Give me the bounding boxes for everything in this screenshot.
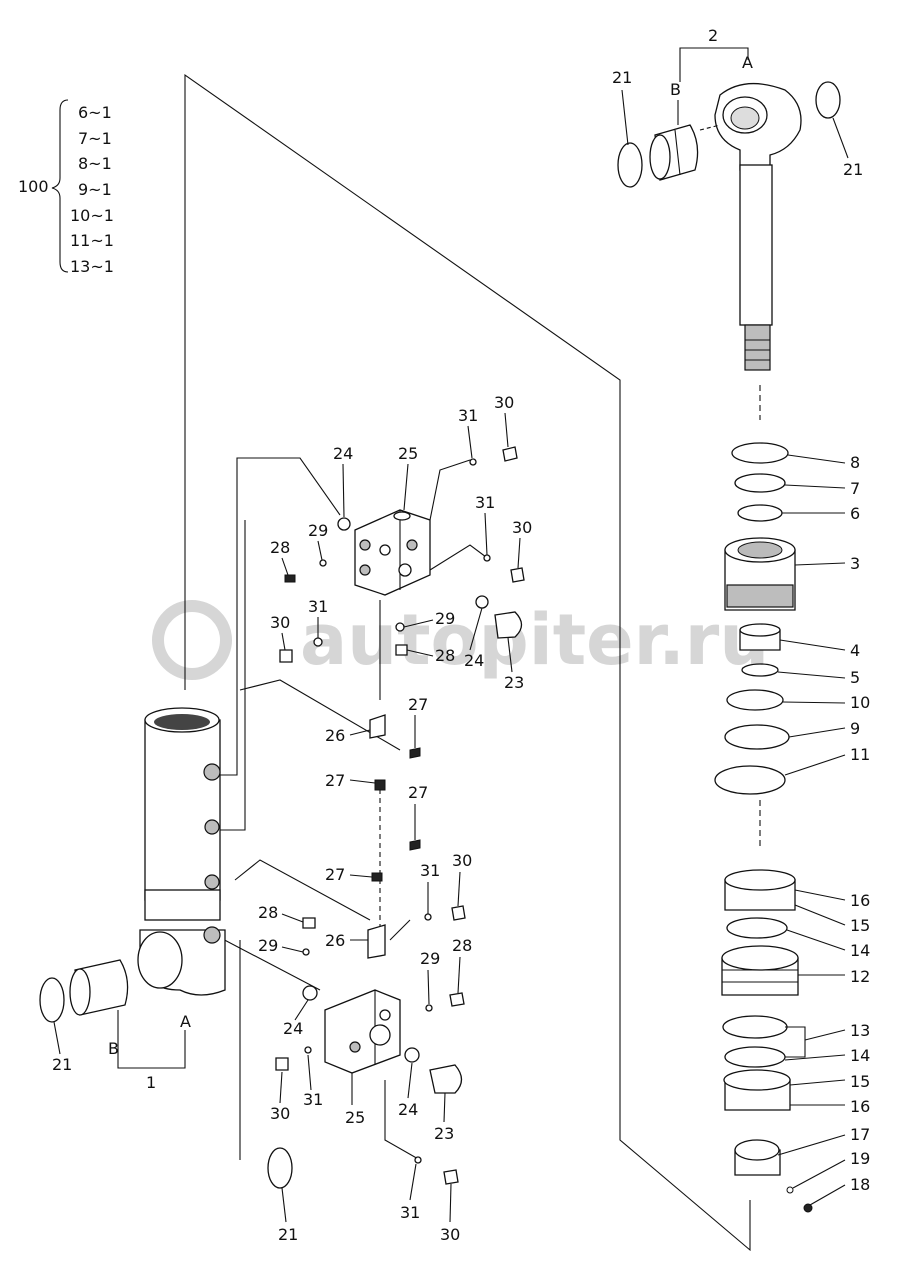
callout-8: 8: [850, 453, 860, 472]
callout-24: 24: [333, 444, 353, 463]
callout-b-left: B: [108, 1039, 119, 1058]
callout-28: 28: [270, 538, 290, 557]
callout-5: 5: [850, 668, 860, 687]
callout-21: 21: [612, 68, 632, 87]
assembly-lines: [184, 73, 761, 1252]
callout-1: 1: [146, 1073, 156, 1092]
callout-23: 23: [434, 1124, 454, 1143]
callout-2: 2: [708, 26, 718, 45]
kit-item: 13~1: [70, 257, 114, 276]
callout-31: 31: [475, 493, 495, 512]
callout-6: 6: [850, 504, 860, 523]
piston-rod: [699, 82, 802, 371]
callout-18: 18: [850, 1175, 870, 1194]
valve-block-lower: [267, 905, 466, 1189]
callout-24: 24: [398, 1100, 418, 1119]
callout-15: 15: [850, 1072, 870, 1091]
gland-stack: [714, 442, 813, 1213]
kit-label: 100: [18, 177, 49, 196]
callout-4: 4: [850, 641, 860, 660]
callout-16: 16: [850, 891, 870, 910]
callout-30: 30: [494, 393, 514, 412]
callout-15: 15: [850, 916, 870, 935]
kit-bracket: 100 6~1 7~1 8~1 9~1 10~1 11~1 13~1: [18, 99, 114, 276]
callout-21: 21: [843, 160, 863, 179]
callout-30: 30: [270, 613, 290, 632]
callout-a-top: A: [742, 53, 753, 72]
callout-31: 31: [303, 1090, 323, 1109]
callout-9: 9: [850, 719, 860, 738]
callout-27: 27: [325, 771, 345, 790]
callout-26: 26: [325, 931, 345, 950]
callout-19: 19: [850, 1149, 870, 1168]
callout-21: 21: [278, 1225, 298, 1244]
callout-11: 11: [850, 745, 870, 764]
callout-14: 14: [850, 941, 870, 960]
callout-17: 17: [850, 1125, 870, 1144]
callout-29: 29: [420, 949, 440, 968]
callout-29: 29: [308, 521, 328, 540]
callout-30: 30: [512, 518, 532, 537]
right-leaders: [777, 454, 846, 1206]
callout-13: 13: [850, 1021, 870, 1040]
valve-block-upper: [279, 446, 525, 663]
callout-28: 28: [435, 646, 455, 665]
callout-31: 31: [308, 597, 328, 616]
callout-27: 27: [408, 783, 428, 802]
callout-27: 27: [408, 695, 428, 714]
cylinder-tube: [39, 707, 226, 1069]
kit-item: 9~1: [78, 180, 112, 199]
callout-25: 25: [398, 444, 418, 463]
callout-31: 31: [400, 1203, 420, 1222]
callout-24: 24: [283, 1019, 303, 1038]
callout-30: 30: [440, 1225, 460, 1244]
callout-31: 31: [458, 406, 478, 425]
callout-26: 26: [325, 726, 345, 745]
watermark: autopiter.ru: [152, 599, 769, 681]
callout-16: 16: [850, 1097, 870, 1116]
bracket-upper: [367, 714, 421, 959]
callout-30: 30: [452, 851, 472, 870]
callouts: 2 A B 21 21 8 7 6 3 4 5 10 9 11 16 15 14…: [52, 26, 870, 1244]
callout-29: 29: [435, 609, 455, 628]
callout-14: 14: [850, 1046, 870, 1065]
kit-item: 10~1: [70, 206, 114, 225]
kit-item: 6~1: [78, 103, 112, 122]
callout-28: 28: [258, 903, 278, 922]
callout-10: 10: [850, 693, 870, 712]
top-bushing: [617, 81, 841, 188]
kit-item: 7~1: [78, 129, 112, 148]
kit-item: 11~1: [70, 231, 114, 250]
callout-21: 21: [52, 1055, 72, 1074]
watermark-text: autopiter.ru: [300, 599, 769, 681]
callout-31: 31: [420, 861, 440, 880]
kit-item: 8~1: [78, 154, 112, 173]
callout-29: 29: [258, 936, 278, 955]
callout-28: 28: [452, 936, 472, 955]
callout-30: 30: [270, 1104, 290, 1123]
callout-25: 25: [345, 1108, 365, 1127]
callout-27: 27: [325, 865, 345, 884]
callout-7: 7: [850, 479, 860, 498]
callout-23: 23: [504, 673, 524, 692]
callout-a-left: A: [180, 1012, 191, 1031]
callout-12: 12: [850, 967, 870, 986]
callout-3: 3: [850, 554, 860, 573]
callout-24: 24: [464, 651, 484, 670]
callout-b-top: B: [670, 80, 681, 99]
